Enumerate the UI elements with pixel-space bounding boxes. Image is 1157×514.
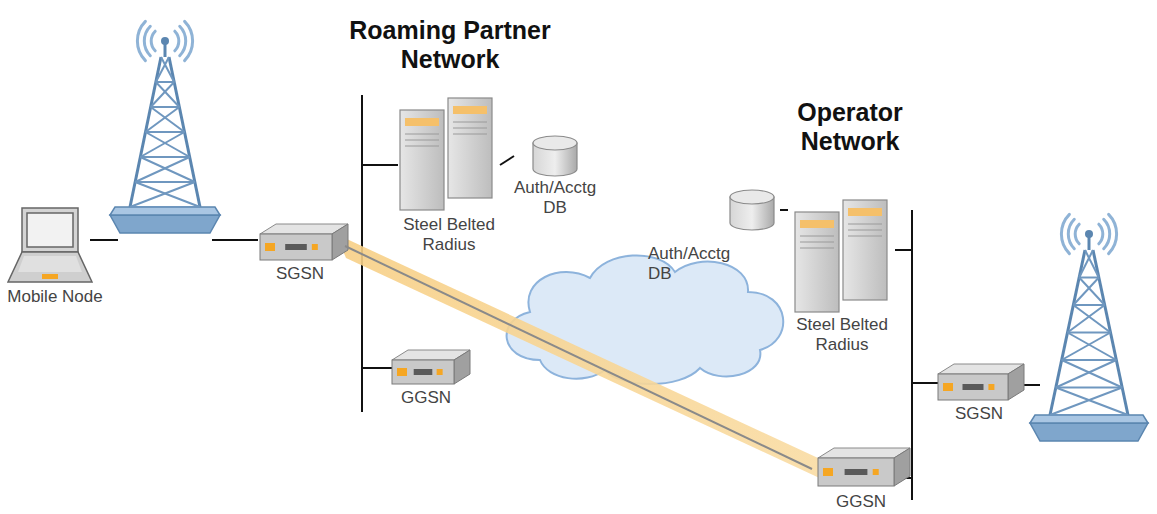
- database-cylinder: [730, 190, 774, 230]
- cell-tower: [110, 21, 220, 233]
- ggsn-router: [392, 350, 470, 384]
- network-node: Auth/Acctg DB: [648, 186, 780, 284]
- network-heading: Roaming Partner Network: [330, 16, 570, 74]
- node-label: Steel Belted Radius: [398, 215, 500, 255]
- network-node: Auth/Acctg DB: [514, 130, 596, 218]
- node-label: GGSN: [386, 388, 466, 408]
- ggsn-router: [818, 448, 910, 486]
- node-label: Auth/Acctg DB: [514, 178, 596, 218]
- node-label: GGSN: [812, 492, 910, 512]
- network-node: GGSN: [812, 443, 910, 512]
- node-label: SGSN: [934, 404, 1024, 424]
- sgsn-router: [938, 364, 1024, 400]
- network-node: Steel Belted Radius: [788, 197, 896, 355]
- radius-servers: [400, 98, 492, 210]
- network-heading: Operator Network: [760, 98, 940, 156]
- node-label: Steel Belted Radius: [788, 315, 896, 355]
- network-node: SGSN: [255, 218, 345, 284]
- network-node: Mobile Node: [0, 205, 110, 307]
- network-link: [345, 246, 812, 469]
- cell-tower: [1030, 214, 1148, 441]
- sgsn-router: [260, 224, 348, 260]
- radius-servers: [795, 200, 887, 312]
- network-node: GGSN: [386, 346, 466, 408]
- network-link: [780, 209, 788, 211]
- node-label: Auth/Acctg DB: [648, 244, 734, 284]
- network-node: Steel Belted Radius: [398, 95, 500, 255]
- network-link: [500, 156, 514, 165]
- node-label: Mobile Node: [0, 287, 110, 307]
- node-label: SGSN: [255, 264, 345, 284]
- network-node: SGSN: [934, 360, 1024, 424]
- database-cylinder: [533, 136, 577, 176]
